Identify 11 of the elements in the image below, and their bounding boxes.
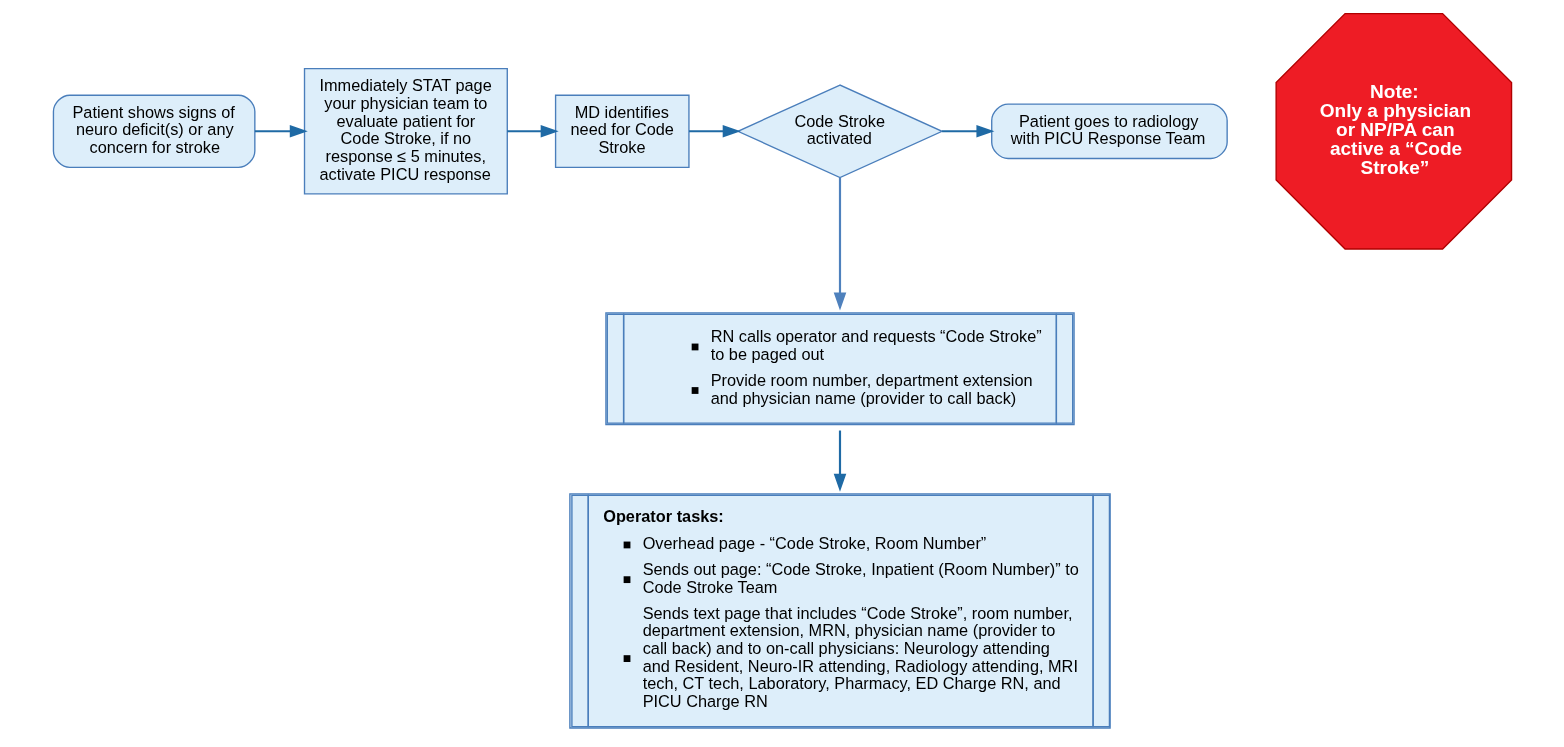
arrow (506, 124, 559, 138)
node-box: Immediately STAT page your physician team to evaluate patient for Code Stroke, if no response ≤ 5 minutes, activate PICU response (303, 68, 508, 195)
arrow (833, 177, 846, 311)
node-box: Patient shows signs of neuro deficit(s) or any concern for stroke (52, 94, 255, 168)
arrow (688, 124, 741, 138)
arrow (833, 430, 846, 492)
node-box: MD identifies need for Code Stroke (554, 94, 690, 168)
node-box: Patient goes to radiology with PICU Response Team (990, 103, 1228, 160)
arrow (941, 124, 994, 138)
arrow (254, 124, 308, 138)
node-diamond: Code Stroke activated (735, 84, 944, 179)
